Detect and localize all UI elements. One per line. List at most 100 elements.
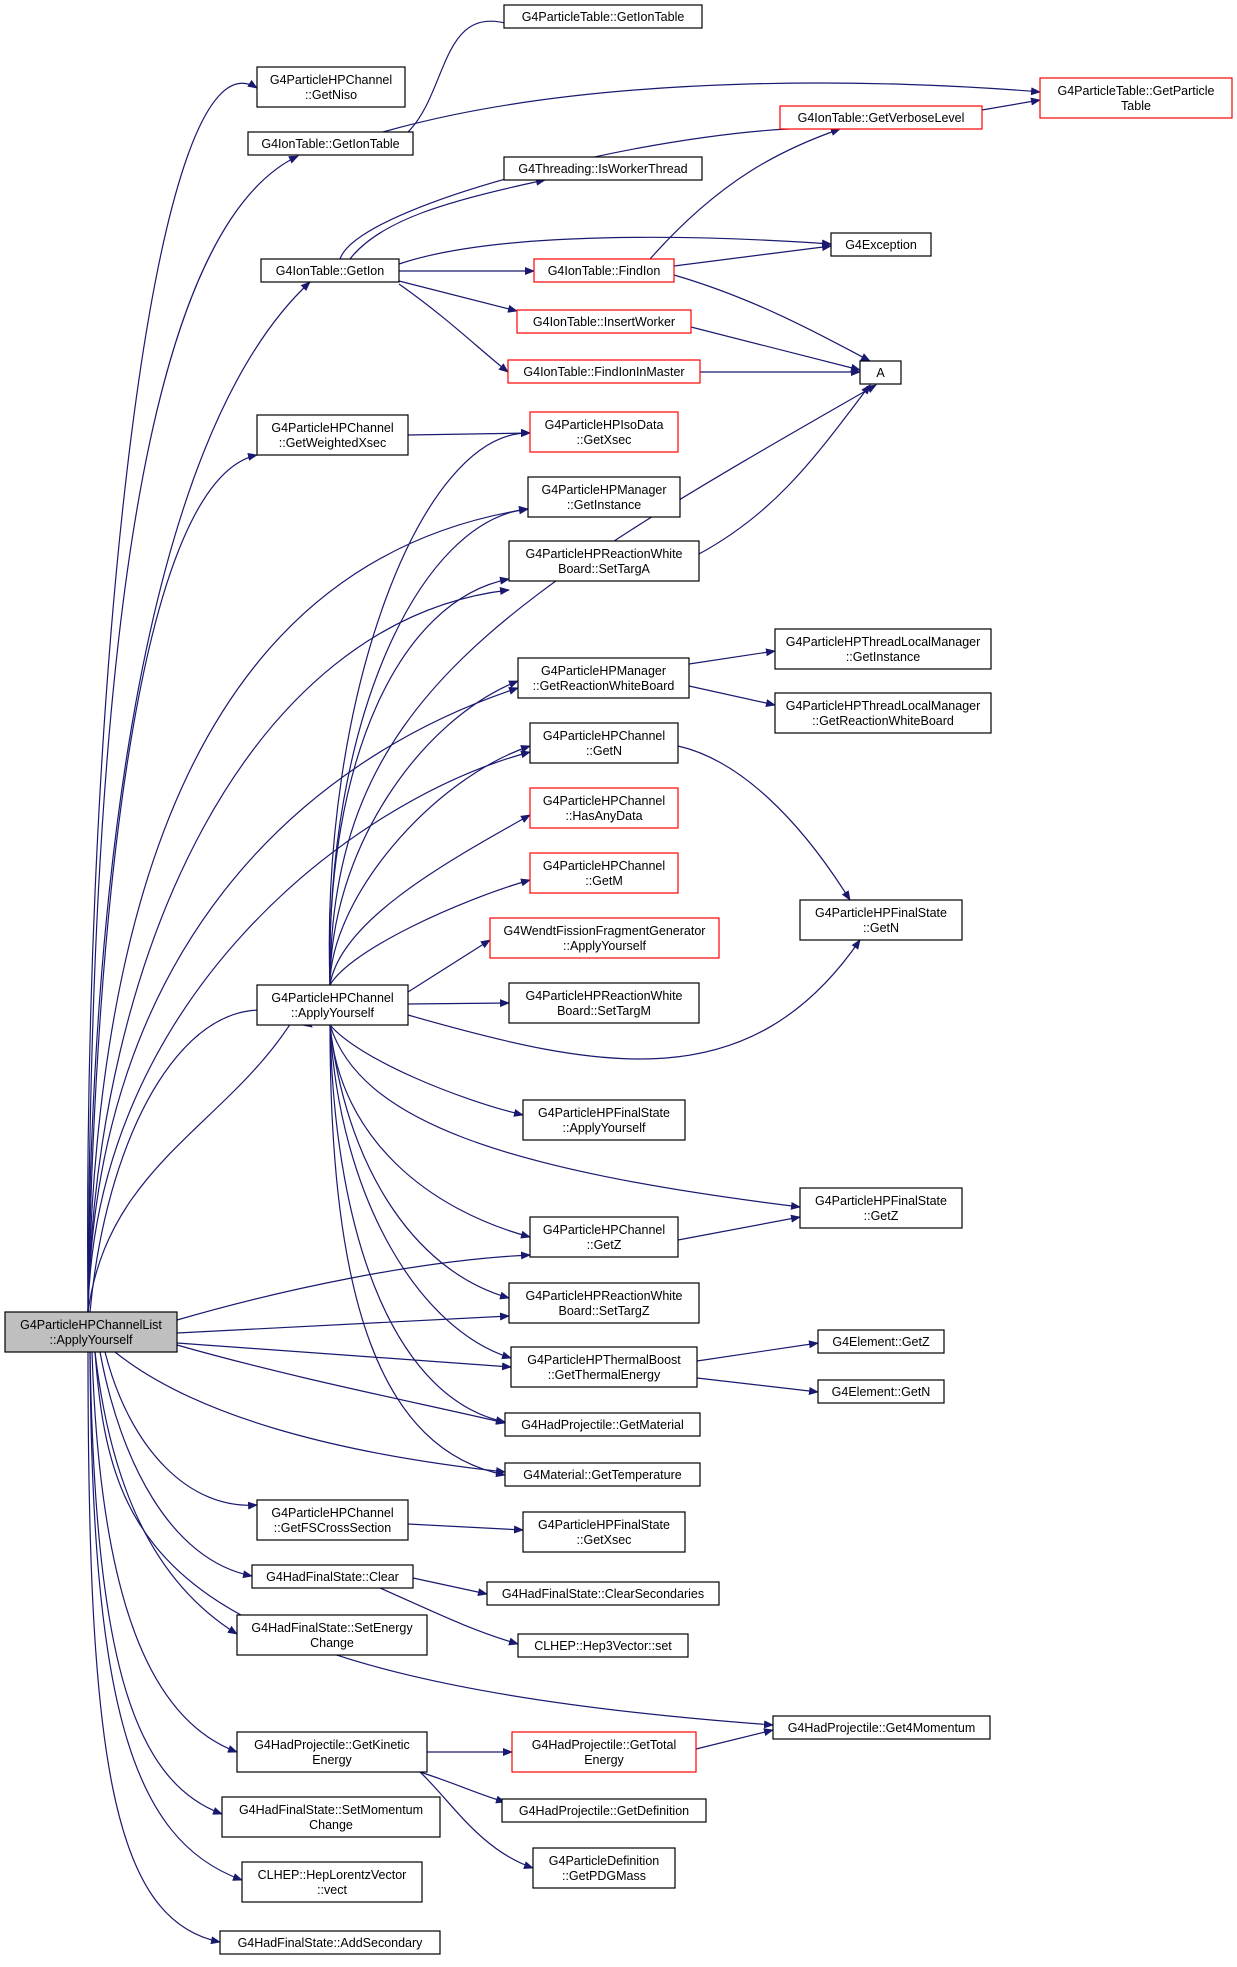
edge-66 — [419, 1771, 534, 1869]
node-box — [511, 1731, 697, 1773]
edge-35 — [329, 814, 531, 986]
node-label: G4IonTable::InsertWorker — [533, 315, 675, 329]
edge-8 — [398, 236, 832, 265]
edge-56 — [407, 1523, 524, 1534]
node-iso-getxsec[interactable]: G4ParticleHPIsoData::GetXsec — [529, 411, 679, 453]
node-el-getn[interactable]: G4Element::GetN — [817, 1379, 945, 1404]
node-ch-getm[interactable]: G4ParticleHPChannel::GetM — [529, 852, 679, 894]
node-box — [241, 1861, 423, 1903]
edge-42 — [329, 1024, 531, 1239]
node-box — [527, 476, 681, 518]
node-a[interactable]: A — [859, 360, 902, 385]
node-label: G4ParticleHPReactionWhite — [525, 1289, 682, 1303]
node-label: G4HadProjectile::GetKinetic — [254, 1738, 410, 1752]
node-mat-gettemp[interactable]: G4Material::GetTemperature — [504, 1462, 701, 1487]
node-label: G4ParticleHPFinalState — [815, 906, 947, 920]
node-label: G4Material::GetTemperature — [523, 1468, 681, 1482]
node-threading[interactable]: G4Threading::IsWorkerThread — [503, 156, 703, 181]
node-ch-getweighted[interactable]: G4ParticleHPChannel::GetWeightedXsec — [256, 414, 409, 456]
node-box — [859, 360, 902, 385]
node-tb-getthermal[interactable]: G4ParticleHPThermalBoost::GetThermalEner… — [510, 1346, 698, 1388]
node-ion-findmaster[interactable]: G4IonTable::FindIonInMaster — [507, 359, 701, 384]
node-label: ::GetPDGMass — [562, 1869, 646, 1883]
node-box — [817, 1379, 945, 1404]
node-fs-apply[interactable]: G4ParticleHPFinalState::ApplyYourself — [522, 1099, 686, 1141]
node-wendt[interactable]: G4WendtFissionFragmentGenerator::ApplyYo… — [489, 917, 720, 959]
node-hp-getdef[interactable]: G4HadProjectile::GetDefinition — [501, 1798, 707, 1823]
node-fs-getn[interactable]: G4ParticleHPFinalState::GetN — [799, 899, 963, 941]
node-fs-getxsec[interactable]: G4ParticleHPFinalState::GetXsec — [522, 1511, 686, 1553]
edge-43 — [677, 1214, 801, 1241]
node-label: G4ParticleHPChannel — [271, 421, 393, 435]
node-label: G4ParticleHPManager — [541, 664, 666, 678]
node-box — [522, 1511, 686, 1553]
node-ion-insertworker[interactable]: G4IonTable::InsertWorker — [516, 309, 692, 334]
node-box — [522, 1099, 686, 1141]
node-root[interactable]: G4ParticleHPChannelList::ApplyYourself — [4, 1311, 178, 1353]
edge-67 — [89, 1351, 223, 1815]
node-label: ::ApplyYourself — [50, 1333, 133, 1347]
node-mgr-getrwb[interactable]: G4ParticleHPManager::GetReactionWhiteBoa… — [517, 657, 690, 699]
node-hfs-clearsec[interactable]: G4HadFinalState::ClearSecondaries — [486, 1581, 720, 1606]
node-box — [256, 1499, 409, 1541]
node-box — [486, 1581, 720, 1606]
node-ion-getiontable[interactable]: G4IonTable::GetIonTable — [247, 131, 414, 156]
edge-33 — [329, 745, 531, 986]
node-box — [508, 540, 700, 582]
edge-37 — [407, 939, 491, 993]
node-ch-apply[interactable]: G4ParticleHPChannel::ApplyYourself — [256, 984, 409, 1026]
node-label: G4ParticleHPReactionWhite — [525, 547, 682, 561]
node-mgr-getinstance[interactable]: G4ParticleHPManager::GetInstance — [527, 476, 681, 518]
node-label: ::GetXsec — [577, 1533, 632, 1547]
node-ion-getverbose[interactable]: G4IonTable::GetVerboseLevel — [779, 105, 983, 130]
node-ch-hasany[interactable]: G4ParticleHPChannel::HasAnyData — [529, 787, 679, 829]
edge-22 — [87, 687, 519, 1313]
node-label: ::GetThermalEnergy — [548, 1368, 661, 1382]
edges-layer — [87, 20, 1041, 1945]
edge-1 — [87, 79, 258, 1313]
edge-29 — [698, 384, 871, 555]
node-ch-getn[interactable]: G4ParticleHPChannel::GetN — [529, 722, 679, 764]
node-label: Board::SetTargM — [557, 1004, 651, 1018]
edge-41 — [329, 1024, 801, 1210]
node-box — [256, 984, 409, 1026]
node-clhep-set[interactable]: CLHEP::Hep3Vector::set — [517, 1633, 689, 1658]
node-pd-getpdg[interactable]: G4ParticleDefinition::GetPDGMass — [532, 1847, 676, 1889]
node-fs-getz[interactable]: G4ParticleHPFinalState::GetZ — [799, 1187, 963, 1229]
node-box — [517, 1633, 689, 1658]
node-label: G4IonTable::FindIon — [548, 264, 661, 278]
node-ion-findion[interactable]: G4IonTable::FindIon — [533, 258, 675, 283]
node-ch-getfs[interactable]: G4ParticleHPChannel::GetFSCrossSection — [256, 1499, 409, 1541]
node-label: ::GetN — [586, 744, 622, 758]
node-hfs-clear[interactable]: G4HadFinalState::Clear — [251, 1564, 414, 1589]
edge-58 — [412, 1577, 488, 1597]
node-hfs-addsec[interactable]: G4HadFinalState::AddSecondary — [219, 1930, 441, 1955]
node-ion-getion[interactable]: G4IonTable::GetIon — [260, 258, 400, 283]
node-label: G4Threading::IsWorkerThread — [518, 162, 687, 176]
node-tlm-getinstance[interactable]: G4ParticleHPThreadLocalManager::GetInsta… — [774, 628, 992, 670]
node-label: G4ParticleHPManager — [541, 483, 666, 497]
node-box — [503, 4, 703, 29]
node-label: G4ParticleHPFinalState — [538, 1518, 670, 1532]
node-tlm-getrwb[interactable]: G4ParticleHPThreadLocalManager::GetReact… — [774, 692, 992, 734]
node-ch-getz[interactable]: G4ParticleHPChannel::GetZ — [529, 1216, 679, 1258]
node-box — [529, 1216, 679, 1258]
node-clhep-vect[interactable]: CLHEP::HepLorentzVector::vect — [241, 1861, 423, 1903]
node-hp-get4mom[interactable]: G4HadProjectile::Get4Momentum — [772, 1715, 991, 1740]
node-el-getz[interactable]: G4Element::GetZ — [817, 1329, 945, 1354]
node-label: ::GetInstance — [567, 498, 641, 512]
node-exception[interactable]: G4Exception — [830, 232, 932, 257]
node-pt-getiontable[interactable]: G4ParticleTable::GetIonTable — [503, 4, 703, 29]
node-label: G4ParticleHPReactionWhite — [525, 989, 682, 1003]
node-hp-getmaterial[interactable]: G4HadProjectile::GetMaterial — [504, 1412, 701, 1437]
node-ch-getniso[interactable]: G4ParticleHPChannel::GetNiso — [256, 66, 406, 108]
node-label: G4ParticleHPFinalState — [815, 1194, 947, 1208]
